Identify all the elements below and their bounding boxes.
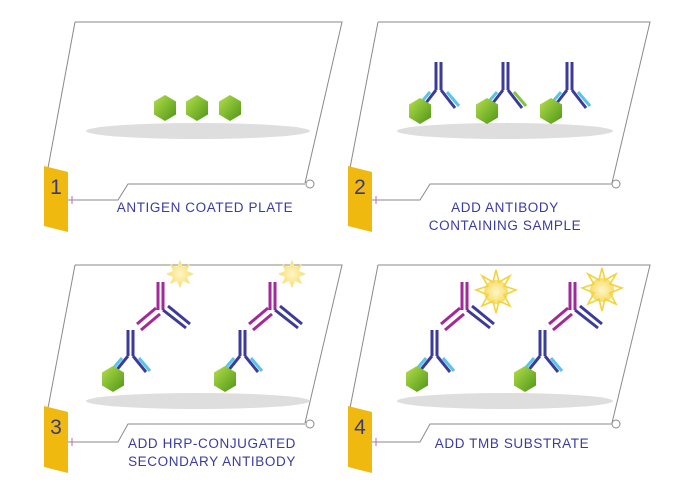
step-tab [348, 166, 372, 232]
secondary-antibody-icon [136, 282, 191, 332]
plate-outline [378, 264, 651, 424]
plate-well-shadow [397, 123, 613, 139]
plate-left-edge [349, 264, 379, 409]
sandwich-complex [514, 267, 625, 392]
antigen-hexagon-icon [154, 95, 176, 121]
sandwich-complex [102, 260, 194, 392]
antigen-hexagon-icon [102, 366, 124, 392]
step-caption-line-2: SECONDARY ANTIBODY [128, 454, 296, 469]
tmb-burst-icon [473, 269, 519, 314]
step-4-panel: 4 ADD TMB SUBSTRATE [348, 264, 651, 473]
step-1-panel: 1 ANTIGEN COATED PLATE [44, 21, 343, 232]
antigen-hexagon-icon [406, 366, 428, 392]
step-number: 2 [354, 176, 366, 199]
step-2-panel: 2 ADD ANTIBODY CONTAINING SAMPLE [348, 21, 651, 233]
plate-well-shadow [86, 123, 310, 139]
plate-bottom-edge [68, 183, 305, 201]
antigen-hexagon-icon [514, 366, 536, 392]
primary-antibody-icon [476, 62, 528, 124]
primary-antibody-icon [540, 62, 592, 124]
step-tab [44, 166, 68, 232]
plate-left-edge [47, 21, 76, 169]
plate-well-shadow [397, 393, 613, 409]
secondary-antibody-icon [248, 282, 303, 332]
plate-bottom-edge [372, 183, 612, 201]
plate-outline [378, 21, 651, 184]
step-caption-line-2: CONTAINING SAMPLE [429, 218, 581, 233]
step-caption-line-1: ADD TMB SUBSTRATE [435, 436, 589, 451]
primary-antibody-icon [409, 62, 461, 124]
tmb-burst-icon [579, 267, 625, 312]
plate-corner-dot [305, 419, 315, 429]
step-number: 3 [50, 416, 62, 439]
plate-left-edge [47, 264, 76, 409]
secondary-antibody-icon [548, 282, 603, 332]
plate-corner-dot [611, 179, 621, 189]
step-tab [44, 406, 68, 473]
step-tab [348, 406, 372, 473]
plate-outline [75, 264, 343, 424]
step-number: 4 [354, 416, 366, 439]
secondary-antibody-icon [440, 282, 495, 332]
hrp-star-icon [166, 260, 194, 288]
plate-well-shadow [86, 393, 310, 409]
step-3-panel: 3 ADD HRP-CONJUGATED SECONDARY ANTIBODY [44, 260, 343, 473]
step-number: 1 [50, 176, 62, 199]
antigen-hexagon-icon [186, 95, 208, 121]
antigen-hexagon-icon [219, 95, 241, 121]
step-caption-line-1: ADD ANTIBODY [451, 200, 559, 215]
plate-corner-dot [611, 419, 621, 429]
plate-left-edge [349, 21, 379, 169]
plate-bottom-edge [372, 423, 612, 443]
hrp-star-icon [278, 260, 306, 288]
plate-outline [75, 21, 343, 184]
step-caption-line-1: ADD HRP-CONJUGATED [128, 436, 296, 451]
plate-bottom-edge [68, 423, 305, 443]
plate-corner-dot [305, 179, 315, 189]
step-caption-line-1: ANTIGEN COATED PLATE [117, 200, 294, 215]
sandwich-complex [406, 269, 519, 392]
antigen-hexagon-icon [214, 366, 236, 392]
sandwich-complex [214, 260, 306, 392]
